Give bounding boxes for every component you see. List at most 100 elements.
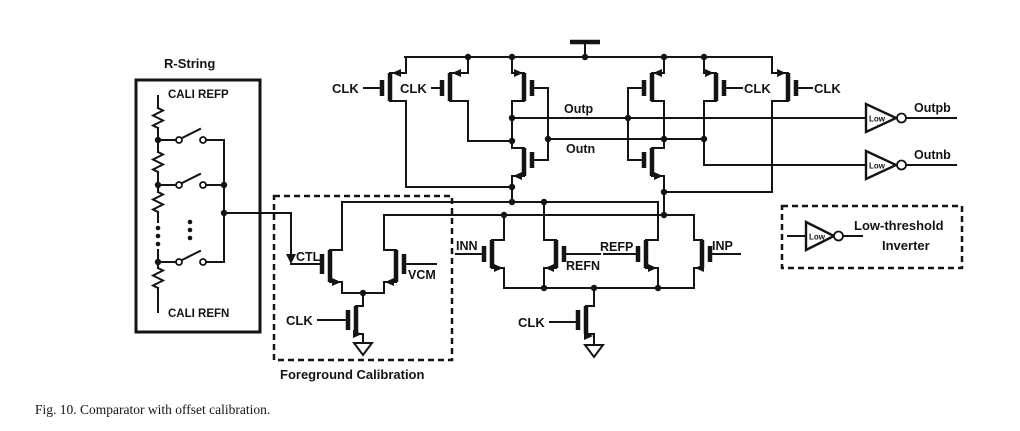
low-label: Low — [809, 233, 826, 242]
low-inverter-outnb: Low Outnb — [864, 148, 957, 181]
drain-lead — [383, 214, 397, 251]
outn-label: Outn — [566, 142, 595, 156]
source-arrow — [494, 264, 503, 272]
inverter-triangle — [804, 220, 837, 252]
resistor — [150, 106, 166, 130]
source-arrow — [695, 264, 704, 272]
output-nodes: Outp Outn — [508, 102, 867, 196]
legend-title: Low-threshold — [854, 218, 944, 233]
node-dot — [508, 198, 516, 206]
outpb-label: Outpb — [914, 101, 951, 115]
latch-left-branch — [511, 56, 549, 203]
ground-symbol — [352, 342, 374, 357]
ellipsis-dot — [155, 233, 161, 239]
switch-contact — [175, 136, 183, 144]
drain-route — [449, 100, 513, 142]
source-arrow — [385, 278, 394, 286]
source-arrow — [545, 264, 554, 272]
source-lead — [585, 333, 595, 346]
node-dot — [700, 135, 708, 143]
node-dot — [540, 284, 548, 292]
node-dot — [508, 114, 516, 122]
ellipsis-dot — [187, 219, 193, 225]
nmos-vcm: VCM — [383, 214, 437, 294]
node-dot — [508, 137, 516, 145]
legend-box — [780, 204, 964, 270]
internal-node-wire-a — [341, 201, 659, 241]
pmos-clk-left-1: CLK — [332, 56, 513, 188]
legend-low-threshold-inverter: Low Low-threshold Inverter — [780, 204, 964, 270]
nmos-refn: REFN — [543, 201, 601, 289]
internal-node-wire-b — [383, 214, 695, 241]
rstring-box — [134, 78, 262, 334]
drain-lead — [543, 201, 557, 241]
pmos-clk-right-1: CLK — [703, 56, 867, 166]
source-arrow — [777, 69, 786, 77]
drain-column — [511, 100, 525, 149]
switch-blade — [180, 127, 202, 140]
source-arrow — [452, 69, 461, 77]
source-lead — [543, 267, 557, 289]
node-dot — [660, 211, 668, 219]
low-inverter-outpb: Low Outpb — [864, 101, 957, 134]
source-arrow — [654, 172, 663, 180]
source-lead — [491, 267, 505, 289]
drain-route — [703, 100, 867, 166]
ellipsis-dot — [155, 241, 161, 247]
inverter-bubble — [896, 159, 907, 171]
inn-label: INN — [456, 239, 478, 253]
main-tail: CLK — [503, 284, 695, 359]
inverter-triangle — [864, 102, 899, 134]
ground-symbol — [583, 344, 605, 359]
resistor — [150, 190, 166, 214]
nmos-refp: REFP — [600, 239, 659, 289]
switch-contact — [175, 181, 183, 189]
source-lead — [645, 267, 659, 289]
outnb-label: Outnb — [914, 148, 951, 162]
foreground-calibration-block: Foreground Calibration CTL VCM CL — [272, 194, 454, 382]
clk-label: CLK — [814, 81, 841, 96]
source-arrow — [513, 172, 522, 180]
pmos-clk-right-2: CLK — [663, 56, 841, 193]
figure-caption: Fig. 10. Comparator with offset calibrat… — [35, 402, 270, 417]
clk-label: CLK — [332, 81, 359, 96]
source-arrow — [648, 264, 657, 272]
resistor — [150, 150, 166, 174]
ellipsis-dot — [187, 227, 193, 233]
clk-label: CLK — [744, 81, 771, 96]
drain-lead — [491, 214, 505, 241]
node-dot — [508, 183, 516, 191]
nmos-fc-tail: CLK — [286, 292, 374, 357]
gate-column — [531, 87, 549, 161]
drain-lead — [355, 292, 364, 307]
resistor — [150, 266, 166, 290]
drain-lead — [585, 287, 595, 307]
foreground-calibration-label: Foreground Calibration — [280, 367, 425, 382]
low-label: Low — [869, 162, 886, 171]
clk-label: CLK — [518, 315, 545, 330]
down-arrow — [286, 254, 296, 264]
refn-label: REFN — [566, 259, 600, 273]
tap-switch-3 — [157, 249, 225, 266]
supply — [404, 39, 773, 61]
node-dot — [654, 284, 662, 292]
nmos-inn: INN — [455, 214, 505, 289]
low-label: Low — [869, 115, 886, 124]
node-dot — [624, 114, 632, 122]
drain-route — [389, 100, 513, 188]
ctl-routing-wire — [223, 212, 292, 255]
source-arrow — [514, 69, 523, 77]
source-arrow — [653, 69, 662, 77]
nmos-ctl: CTL — [290, 201, 343, 294]
clk-label: CLK — [400, 81, 427, 96]
outp-label: Outp — [564, 102, 594, 116]
node-dot — [220, 181, 228, 189]
ellipsis-dot — [187, 235, 193, 241]
inverter-bubble — [833, 230, 844, 242]
clk-label: CLK — [286, 313, 313, 328]
node-dot — [660, 135, 668, 143]
source-arrow — [392, 69, 401, 77]
inverter-bubble — [896, 112, 907, 124]
